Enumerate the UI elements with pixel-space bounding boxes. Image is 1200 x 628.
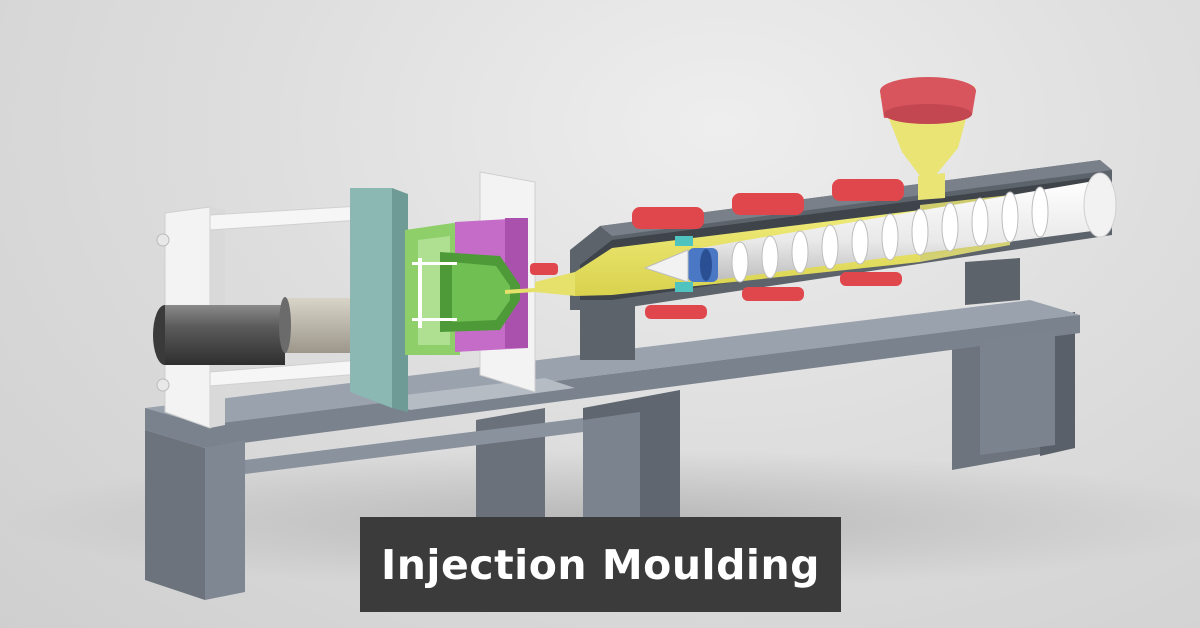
clamping-unit [153, 171, 536, 429]
heater-band [832, 179, 904, 201]
injection-unit [530, 77, 1117, 360]
heater-band [632, 207, 704, 229]
title-caption-box: Injection Moulding [360, 517, 841, 612]
machine-table [145, 300, 1080, 600]
page-title: Injection Moulding [380, 540, 821, 589]
heater-band [732, 193, 804, 215]
